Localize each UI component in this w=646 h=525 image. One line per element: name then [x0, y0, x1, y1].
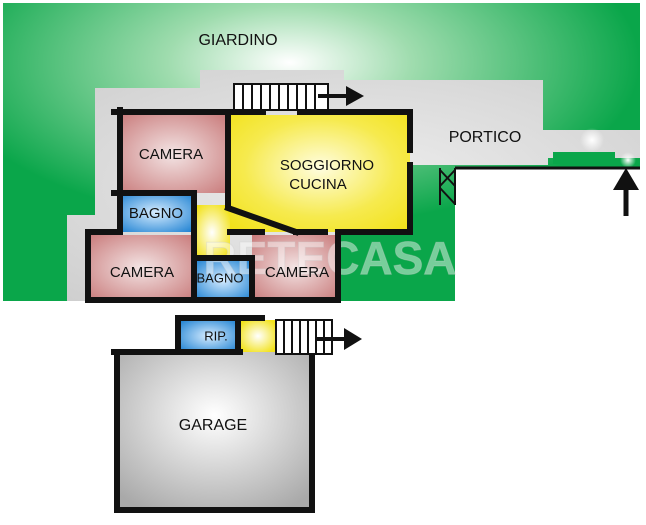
- arrow-right-icon: [316, 328, 362, 350]
- walls-upper: [85, 107, 413, 303]
- arrow-right-icon: [318, 86, 364, 106]
- light-icon: [580, 128, 604, 152]
- camera-bottom-left-label: CAMERA: [110, 264, 174, 281]
- camera-bottom-left-room: [88, 235, 194, 300]
- garage-room: [117, 352, 312, 510]
- bagno-left-room: [117, 193, 194, 232]
- camera-bottom-right-room: [252, 235, 338, 300]
- camera-top-room: [117, 115, 228, 193]
- bagno-center-label: BAGNO: [197, 270, 244, 285]
- door-icon: [439, 168, 456, 205]
- stairs-icon: [233, 83, 329, 111]
- bagno-center-room: [194, 260, 252, 300]
- bagno-left-label: BAGNO: [129, 205, 183, 222]
- giardino-label: GIARDINO: [198, 32, 277, 49]
- portico-entry-strip: [553, 152, 615, 164]
- garage-label: GARAGE: [179, 417, 247, 434]
- rip-room: [180, 320, 238, 352]
- camera-top-label: CAMERA: [139, 146, 203, 163]
- rip-label: RIP.: [204, 328, 228, 343]
- stairs-icon: [275, 319, 333, 355]
- light-icon: [620, 152, 636, 168]
- soggiorno-cucina-room: [230, 115, 410, 232]
- entry-opening: [455, 168, 640, 301]
- rip-corridor: [240, 320, 276, 352]
- soggiorno-label: SOGGIORNO: [280, 157, 374, 174]
- cucina-label: CUCINA: [289, 176, 347, 193]
- camera-bottom-right-label: CAMERA: [265, 264, 329, 281]
- corridor: [194, 205, 230, 260]
- portico-label: PORTICO: [449, 129, 522, 146]
- arrow-up-icon: [613, 168, 639, 216]
